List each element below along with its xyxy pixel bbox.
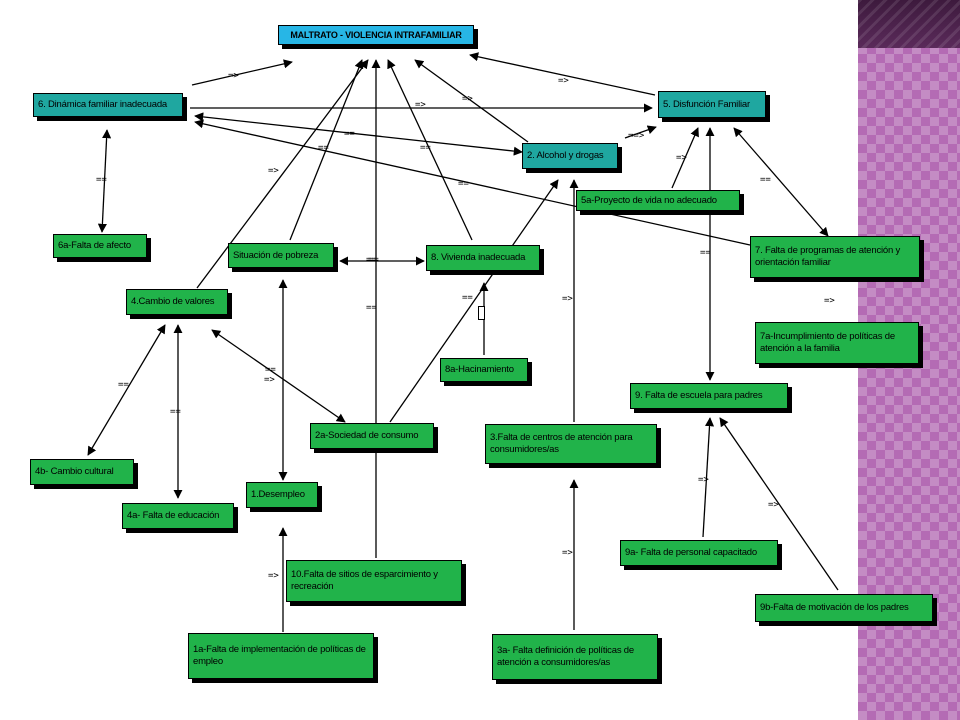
node-6a-falta-afecto: 6a-Falta de afecto <box>53 234 147 258</box>
node-5-disfuncion-familiar: 5. Disfunción Familiar <box>658 91 766 118</box>
node-5a-proyecto-vida: 5a-Proyecto de vida no adecuado <box>576 190 740 211</box>
label-9b-9: => <box>768 500 779 510</box>
crowding-marker <box>478 306 485 320</box>
diagram-title: MALTRATO - VIOLENCIA INTRAFAMILIAR <box>278 25 474 45</box>
label-2-title: => <box>462 94 473 104</box>
label-7-6: == <box>458 179 469 189</box>
label-4-2a-b: => <box>264 375 275 385</box>
edge-4-to-4b <box>87 324 166 456</box>
decorative-side-band-top <box>858 0 960 48</box>
label-7-7a: => <box>824 296 835 306</box>
edge-5-to-title <box>469 52 656 96</box>
label-pob-title: == <box>318 143 329 153</box>
diagram-connectors: => => => => ==> == == == == => == == == … <box>87 52 839 632</box>
edge-6-to-6a <box>97 129 112 233</box>
label-9-5: == <box>700 248 711 258</box>
node-2a-sociedad-consumo: 2a-Sociedad de consumo <box>310 423 434 449</box>
edge-7-to-5 <box>733 127 829 237</box>
node-9a-personal-capacitado: 9a- Falta de personal capacitado <box>620 540 778 566</box>
node-9b-motivacion-padres: 9b-Falta de motivación de los padres <box>755 594 933 622</box>
label-5a-5: => <box>676 153 687 163</box>
edge-2a-to-2 <box>389 179 559 423</box>
node-7-programas-atencion: 7. Falta de programas de atención y orie… <box>750 236 920 278</box>
label-8-title: == <box>420 143 431 153</box>
label-6-title: => <box>228 71 239 81</box>
label-4-4a: == <box>170 407 181 417</box>
label-10-title: == <box>366 255 377 265</box>
node-10-sitios-esparcimiento: 10.Falta de sitios de esparcimiento y re… <box>286 560 462 602</box>
label-4-title: => <box>268 166 279 176</box>
node-1a-politicas-empleo: 1a-Falta de implementación de políticas … <box>188 633 374 679</box>
edge-6-to-title <box>191 59 293 86</box>
node-3a-politicas-consumidores: 3a- Falta definición de políticas de ate… <box>492 634 658 680</box>
node-1-desempleo: 1.Desempleo <box>246 482 318 508</box>
edge-2-to-5 <box>624 125 657 139</box>
node-4a-falta-educacion: 4a- Falta de educación <box>122 503 234 529</box>
label-pob-8: == <box>368 255 379 265</box>
edge-5a-to-5 <box>671 127 699 189</box>
label-6-2: == <box>344 129 355 139</box>
node-3-centros-atencion: 3.Falta de centros de atención para cons… <box>485 424 657 464</box>
label-3a-3: => <box>562 548 573 558</box>
edge-7-to-6 <box>194 119 751 246</box>
label-1a-1: => <box>268 571 279 581</box>
label-5-title: => <box>558 76 569 86</box>
node-2-alcohol-drogas: 2. Alcohol y drogas <box>522 143 618 169</box>
node-7a-incumplimiento-politicas: 7a-Incumplimiento de políticas de atenci… <box>755 322 919 364</box>
edge-9a-to-9 <box>702 417 715 538</box>
label-10-title-2: == <box>366 303 377 313</box>
label-2-5: ==> <box>628 131 645 141</box>
label-9a-9: => <box>698 475 709 485</box>
node-9-escuela-padres: 9. Falta de escuela para padres <box>630 383 788 409</box>
edge-4-to-2a <box>211 329 346 423</box>
label-6-5: => <box>415 100 426 110</box>
label-3-2: => <box>562 294 573 304</box>
node-situacion-pobreza: Situación de pobreza <box>228 243 334 268</box>
label-7-5: == <box>760 175 771 185</box>
node-8a-hacinamiento: 8a-Hacinamiento <box>440 358 528 382</box>
node-6-dinamica-familiar: 6. Dinámica familiar inadecuada <box>33 93 183 117</box>
node-4-cambio-valores: 4.Cambio de valores <box>126 289 228 315</box>
node-8-vivienda-inadecuada: 8. Vivienda inadecuada <box>426 245 540 271</box>
edge-2-to-6 <box>194 112 523 156</box>
label-2a-2: == <box>462 293 473 303</box>
label-6-6a: == <box>96 175 107 185</box>
edge-9b-to-9 <box>719 417 839 591</box>
label-4-4b: == <box>118 380 129 390</box>
edge-4-to-title <box>196 59 369 289</box>
label-4-2a: == <box>265 365 276 375</box>
node-4b-cambio-cultural: 4b- Cambio cultural <box>30 459 134 485</box>
